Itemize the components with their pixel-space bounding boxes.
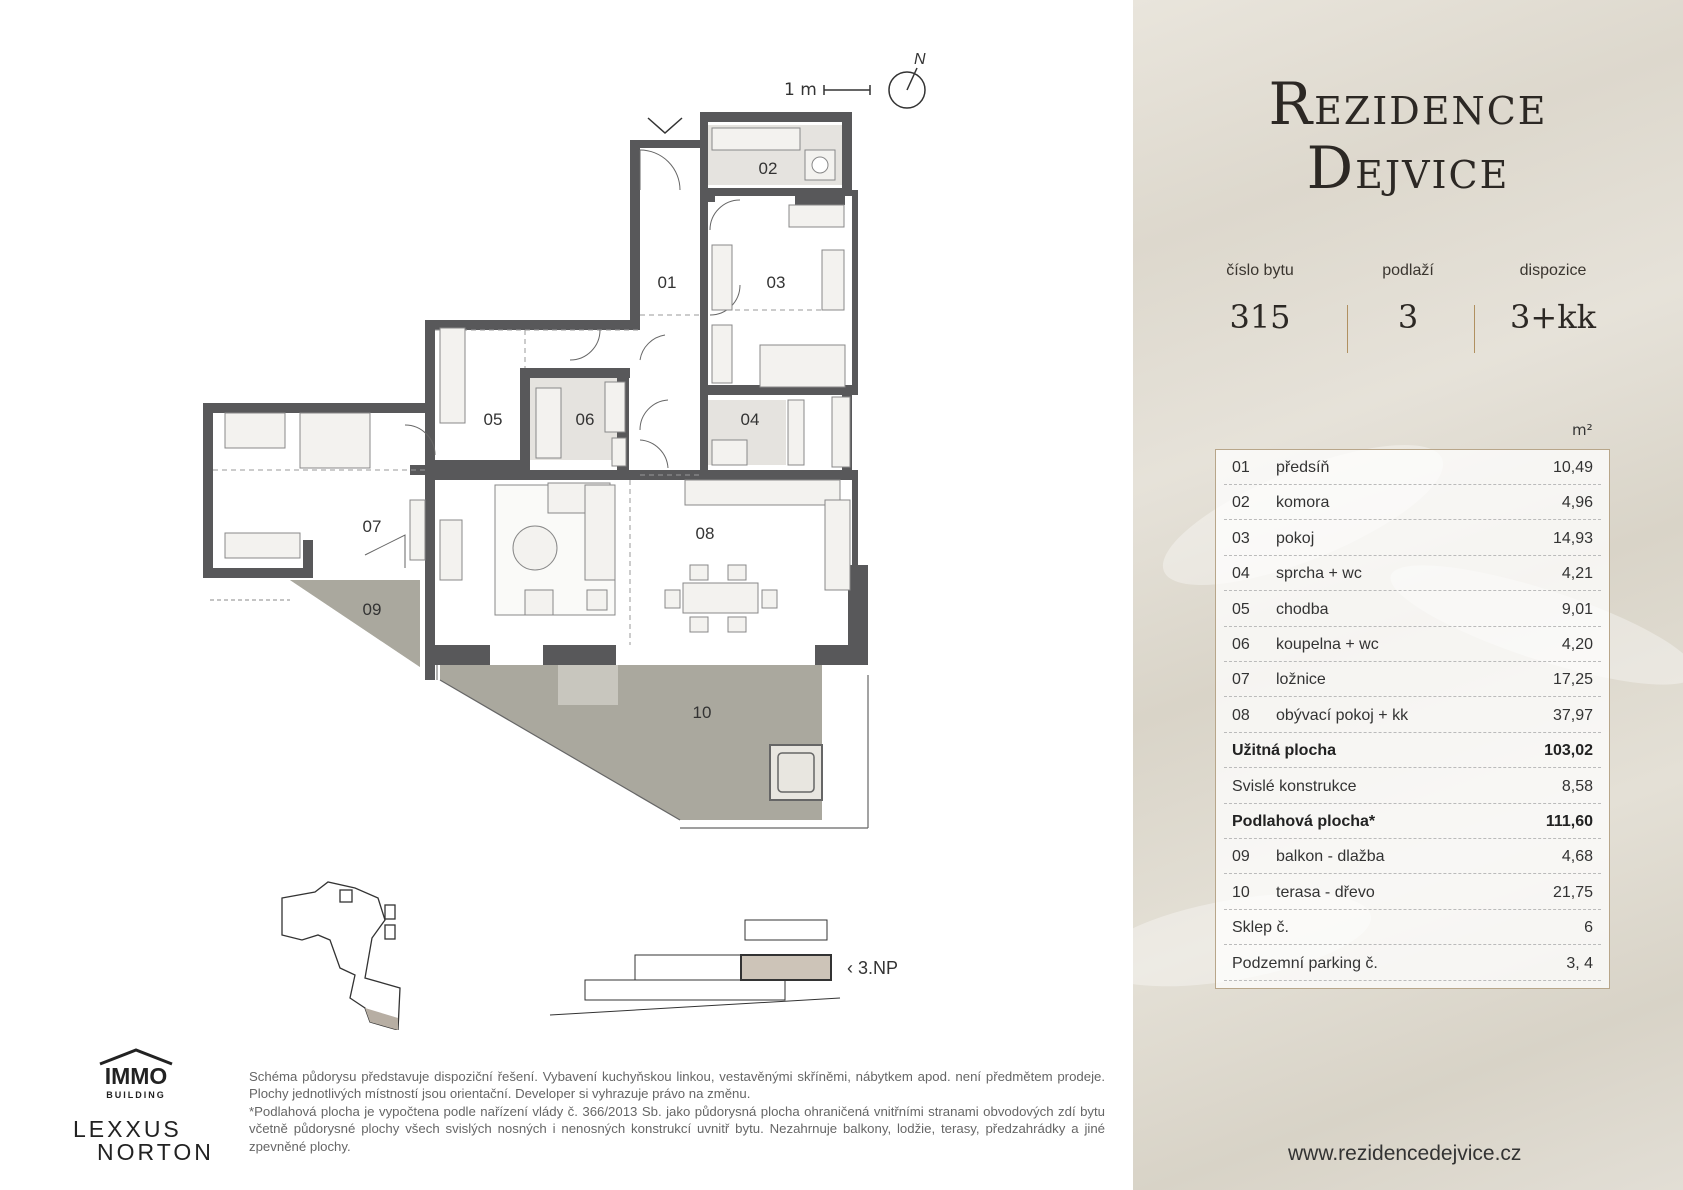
row-value: 17,25	[1552, 671, 1593, 689]
row-name: pokoj	[1276, 529, 1315, 547]
row-name: Sklep č.	[1232, 919, 1289, 937]
area-row: 01 předsíň 10,49	[1216, 450, 1609, 485]
floor-indicator: ‹ 3.NP	[847, 958, 899, 978]
room-label-09: 09	[363, 600, 382, 619]
brand-line-2: DEJVICE	[1306, 134, 1510, 202]
row-value: 14,93	[1552, 529, 1593, 547]
room-label-06: 06	[576, 410, 595, 429]
building-section	[549, 919, 841, 1016]
row-name: Podzemní parking č.	[1232, 954, 1378, 972]
row-name: komora	[1276, 494, 1330, 512]
area-row: Svislé konstrukce 8,58	[1216, 769, 1609, 804]
room-label-04: 04	[741, 410, 760, 429]
lexxus-norton-logo: LEXXUS NORTON	[73, 1116, 214, 1165]
room-label-05: 05	[484, 410, 503, 429]
area-row: 09 balkon - dlažba 4,68	[1216, 839, 1609, 875]
row-value: 8,58	[1561, 777, 1593, 795]
fact-unit-number: číslo bytu 315	[1226, 262, 1294, 336]
row-name: Svislé konstrukce	[1232, 777, 1357, 795]
disclaimer: Schéma půdorysu představuje dispoziční ř…	[249, 1069, 1105, 1154]
area-row: Užitná plocha 103,02	[1216, 733, 1609, 769]
area-row: 08 obývací pokoj + kk 37,97	[1216, 698, 1609, 733]
fact-floor: podlaží 3	[1382, 262, 1434, 336]
row-number: 09	[1232, 848, 1250, 866]
area-row: 02 komora 4,96	[1216, 485, 1609, 521]
brand-1-rest: EZIDENCE	[1314, 89, 1548, 133]
row-number: 07	[1232, 671, 1250, 689]
area-table: 01 předsíň 10,49 02 komora 4,96 03 pokoj 14,93 04…	[1215, 449, 1610, 989]
area-row: 04 sprcha + wc 4,21	[1216, 556, 1609, 592]
row-number: 04	[1232, 565, 1250, 583]
area-row: 03 pokoj 14,93	[1216, 521, 1609, 556]
row-name: předsíň	[1276, 459, 1330, 476]
row-name: balkon - dlažba	[1276, 848, 1385, 866]
row-value: 4,96	[1561, 494, 1593, 512]
unit-label: m²	[1572, 421, 1593, 439]
row-value: 3, 4	[1566, 954, 1593, 972]
row-value: 111,60	[1545, 813, 1593, 830]
row-value: 10,49	[1552, 459, 1593, 476]
room-label-10: 10	[693, 703, 712, 722]
room-label-01: 01	[658, 273, 677, 292]
row-value: 6	[1584, 919, 1593, 937]
area-row: 06 koupelna + wc 4,20	[1216, 627, 1609, 662]
row-number: 03	[1232, 529, 1250, 547]
row-name: Užitná plocha	[1232, 742, 1337, 760]
svg-text:IMMO: IMMO	[105, 1063, 168, 1089]
area-row: 10 terasa - dřevo 21,75	[1216, 875, 1609, 910]
north-arrow-icon: N	[888, 51, 926, 109]
scale-label: 1 m	[784, 80, 817, 100]
row-value: 4,68	[1561, 848, 1593, 866]
room-label-03: 03	[767, 273, 786, 292]
row-name: obývací pokoj + kk	[1276, 706, 1409, 724]
row-value: 4,21	[1561, 565, 1593, 583]
area-row: 05 chodba 9,01	[1216, 592, 1609, 627]
floor-plan: 01 02 03 04 05 06 07 08 09 10	[203, 112, 869, 829]
terrace-10	[440, 665, 822, 820]
row-value: 103,02	[1544, 742, 1593, 760]
website-link[interactable]: www.rezidencedejvice.cz	[1288, 1142, 1522, 1165]
row-name: chodba	[1276, 600, 1329, 618]
svg-text:BUILDING: BUILDING	[106, 1090, 166, 1100]
brand-2-rest: EJVICE	[1355, 153, 1510, 197]
room-label-07: 07	[363, 517, 382, 536]
area-row: 07 ložnice 17,25	[1216, 662, 1609, 698]
row-value: 9,01	[1561, 600, 1593, 618]
row-value: 4,20	[1561, 636, 1593, 653]
row-number: 02	[1232, 494, 1250, 512]
area-row: Podlahová plocha* 111,60	[1216, 804, 1609, 839]
row-name: terasa - dřevo	[1276, 883, 1375, 901]
row-number: 10	[1232, 883, 1250, 901]
row-name: Podlahová plocha*	[1232, 813, 1376, 830]
north-label: N	[914, 51, 926, 68]
row-value: 37,97	[1552, 706, 1593, 724]
floor-plan-panel: 1 m N	[73, 51, 1105, 1165]
row-name: ložnice	[1276, 671, 1326, 689]
scale-bar	[823, 85, 871, 95]
immo-building-logo: IMMO BUILDING	[96, 1046, 176, 1110]
brand-line-1: REZIDENCE	[1268, 70, 1548, 138]
room-label-08: 08	[696, 524, 715, 543]
row-number: 05	[1232, 600, 1250, 618]
fact-layout: dispozice 3+kk	[1510, 262, 1596, 336]
row-value: 21,75	[1552, 883, 1593, 901]
area-row: Podzemní parking č. 3, 4	[1216, 946, 1609, 981]
row-number: 06	[1232, 636, 1250, 653]
row-name: koupelna + wc	[1276, 636, 1379, 653]
row-number: 01	[1232, 459, 1250, 476]
current-floor-highlight	[740, 954, 832, 981]
room-label-02: 02	[759, 159, 778, 178]
key-plan	[281, 881, 401, 1030]
row-number: 08	[1232, 706, 1250, 724]
row-name: sprcha + wc	[1276, 565, 1362, 583]
area-row: Sklep č. 6	[1216, 910, 1609, 946]
